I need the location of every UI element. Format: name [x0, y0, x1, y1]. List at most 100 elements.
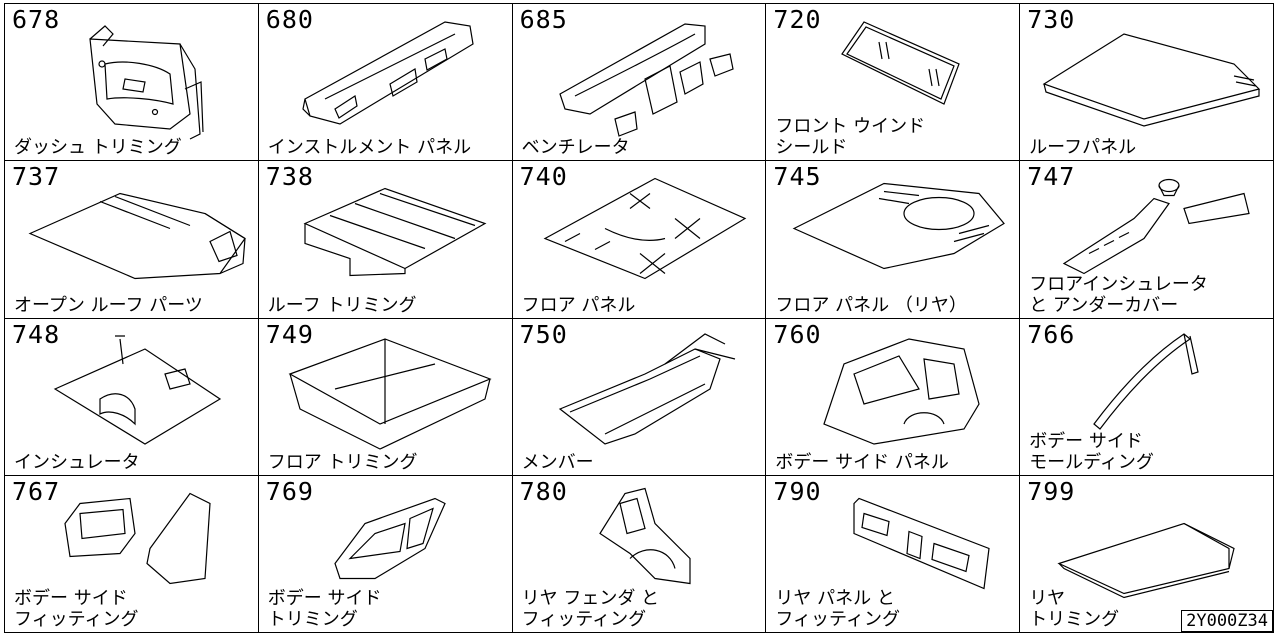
dash-trim-icon — [89, 25, 204, 140]
category-code: 749 — [265, 319, 314, 349]
category-label: インストルメント パネル — [268, 137, 471, 158]
category-label: フロア パネル — [522, 295, 636, 316]
ventilator-icon — [558, 23, 734, 137]
category-code: 737 — [12, 162, 61, 192]
category-cell-766[interactable]: 766 ボデー サイドモールディング — [1020, 318, 1274, 476]
category-label-line: リヤ — [1029, 588, 1066, 609]
category-cell-685[interactable]: 685 ベンチレータ — [512, 4, 767, 162]
category-label: ボデー サイドフィッティング — [14, 588, 139, 630]
category-label-line: フロア パネル （リヤ） — [775, 294, 967, 316]
category-code: 730 — [1027, 5, 1076, 34]
category-code: 799 — [1027, 476, 1076, 506]
category-cell-749[interactable]: 749 フロア トリミング — [258, 318, 513, 476]
category-label-line: フィッティング — [14, 609, 139, 630]
category-cell-720[interactable]: 720 フロント ウインドシールド — [766, 4, 1021, 162]
category-code: 748 — [12, 319, 61, 349]
category-cell-680[interactable]: 680 インストルメント パネル — [258, 4, 513, 162]
category-label-line: リヤ パネル と — [775, 588, 895, 609]
category-label: ダッシュ トリミング — [14, 137, 182, 158]
category-label-line: モールディング — [1029, 451, 1154, 473]
category-label: ベンチレータ — [522, 137, 630, 158]
category-cell-760[interactable]: 760 ボデー サイド パネル — [766, 318, 1021, 476]
category-code: 738 — [265, 162, 314, 192]
category-code: 780 — [519, 476, 568, 506]
category-label: メンバー — [522, 452, 594, 473]
category-cell-780[interactable]: 780 リヤ フェンダ とフィッティング — [512, 475, 767, 633]
category-cell-769[interactable]: 769 ボデー サイドトリミング — [258, 475, 513, 633]
category-label: リヤ パネル とフィッティング — [775, 588, 900, 630]
category-code: 769 — [265, 476, 314, 506]
category-label-line: フロア トリミング — [267, 451, 418, 473]
category-label-line: メンバー — [521, 451, 594, 473]
floor-insulator-icon — [1062, 179, 1250, 275]
category-code: 747 — [1027, 162, 1076, 192]
category-label-line: インシュレータ — [14, 451, 140, 473]
category-label-line: ボデー サイド — [267, 588, 382, 609]
category-label-line: トリミング — [1029, 609, 1120, 630]
category-cell-678[interactable]: 678 ダッシュ トリミング — [5, 4, 259, 162]
rear-trim-icon — [1057, 522, 1235, 598]
body-side-panel-icon — [823, 337, 981, 445]
category-cell-747[interactable]: 747 フロアインシュレータと アンダーカバー — [1020, 161, 1274, 319]
body-side-fitting-icon — [64, 492, 211, 584]
category-code: 720 — [773, 5, 822, 34]
category-cell-748[interactable]: 748 インシュレータ — [5, 318, 259, 476]
category-label-line: トリミング — [267, 609, 358, 630]
category-cell-767[interactable]: 767 ボデー サイドフィッティング — [5, 475, 259, 633]
member-icon — [558, 332, 735, 445]
category-cell-737[interactable]: 737 オープン ルーフ パーツ — [5, 161, 259, 319]
floor-panel-icon — [543, 178, 746, 280]
rear-panel-icon — [853, 497, 991, 590]
category-label-line: シールド — [775, 137, 848, 159]
body-side-molding-icon — [1093, 332, 1199, 430]
category-code: 680 — [265, 5, 314, 34]
rear-fender-icon — [598, 487, 691, 584]
category-cell-740[interactable]: 740 フロア パネル — [512, 161, 767, 319]
category-label: ルーフパネル — [1029, 137, 1136, 158]
category-label-line: ベンチレータ — [521, 137, 630, 159]
category-label-line: フロント ウインド — [775, 116, 926, 138]
diagram-id-label: 2Y000Z34 — [1181, 610, 1273, 632]
category-cell-790[interactable]: 790 リヤ パネル とフィッティング — [766, 475, 1021, 633]
category-label: フロア パネル （リヤ） — [775, 295, 966, 316]
category-label-line: ダッシュ トリミング — [14, 137, 182, 159]
category-label: リヤ フェンダ とフィッティング — [522, 588, 659, 630]
category-label-line: ボデー サイド パネル — [775, 451, 949, 473]
category-label-line: ルーフパネル — [1029, 137, 1137, 159]
category-label-line: ボデー サイド — [1029, 430, 1143, 452]
category-cell-730[interactable]: 730 ルーフパネル — [1020, 4, 1274, 162]
category-label: ボデー サイドモールディング — [1029, 431, 1154, 473]
floor-trim-icon — [288, 337, 492, 450]
category-code: 678 — [12, 5, 61, 34]
category-cell-738[interactable]: 738 ルーフ トリミング — [258, 161, 513, 319]
category-code: 767 — [12, 476, 61, 506]
category-label-line: と アンダーカバー — [1029, 294, 1179, 316]
category-label: オープン ルーフ パーツ — [14, 295, 203, 316]
category-label: ルーフ トリミング — [268, 295, 417, 316]
category-code: 790 — [773, 476, 822, 506]
category-label-line: リヤ フェンダ と — [521, 588, 660, 609]
category-label-line: インストルメント パネル — [267, 137, 472, 159]
category-label-line: フロア パネル — [521, 294, 636, 316]
category-label: フロア トリミング — [268, 452, 418, 473]
roof-panel-icon — [1042, 33, 1261, 127]
category-label-line: ルーフ トリミング — [267, 294, 417, 316]
category-label: インシュレータ — [14, 452, 140, 473]
category-cell-799[interactable]: 799 リヤトリミング — [1020, 475, 1274, 633]
category-label: フロント ウインドシールド — [775, 116, 925, 158]
category-cell-750[interactable]: 750 メンバー — [512, 318, 767, 476]
roof-trim-icon — [303, 188, 487, 277]
category-cell-745[interactable]: 745 フロア パネル （リヤ） — [766, 161, 1021, 319]
category-code: 750 — [519, 319, 568, 349]
insulator-icon — [53, 334, 222, 445]
category-code: 745 — [773, 162, 822, 192]
windshield-icon — [841, 21, 961, 105]
category-label-line: フロアインシュレータ — [1029, 273, 1208, 295]
body-side-trim-icon — [334, 497, 446, 579]
category-code: 760 — [773, 319, 822, 349]
open-roof-icon — [28, 193, 246, 280]
category-label-line: ボデー サイド — [14, 588, 128, 609]
floor-panel-rear-icon — [792, 183, 1006, 270]
category-label-line: オープン ルーフ パーツ — [14, 294, 203, 316]
